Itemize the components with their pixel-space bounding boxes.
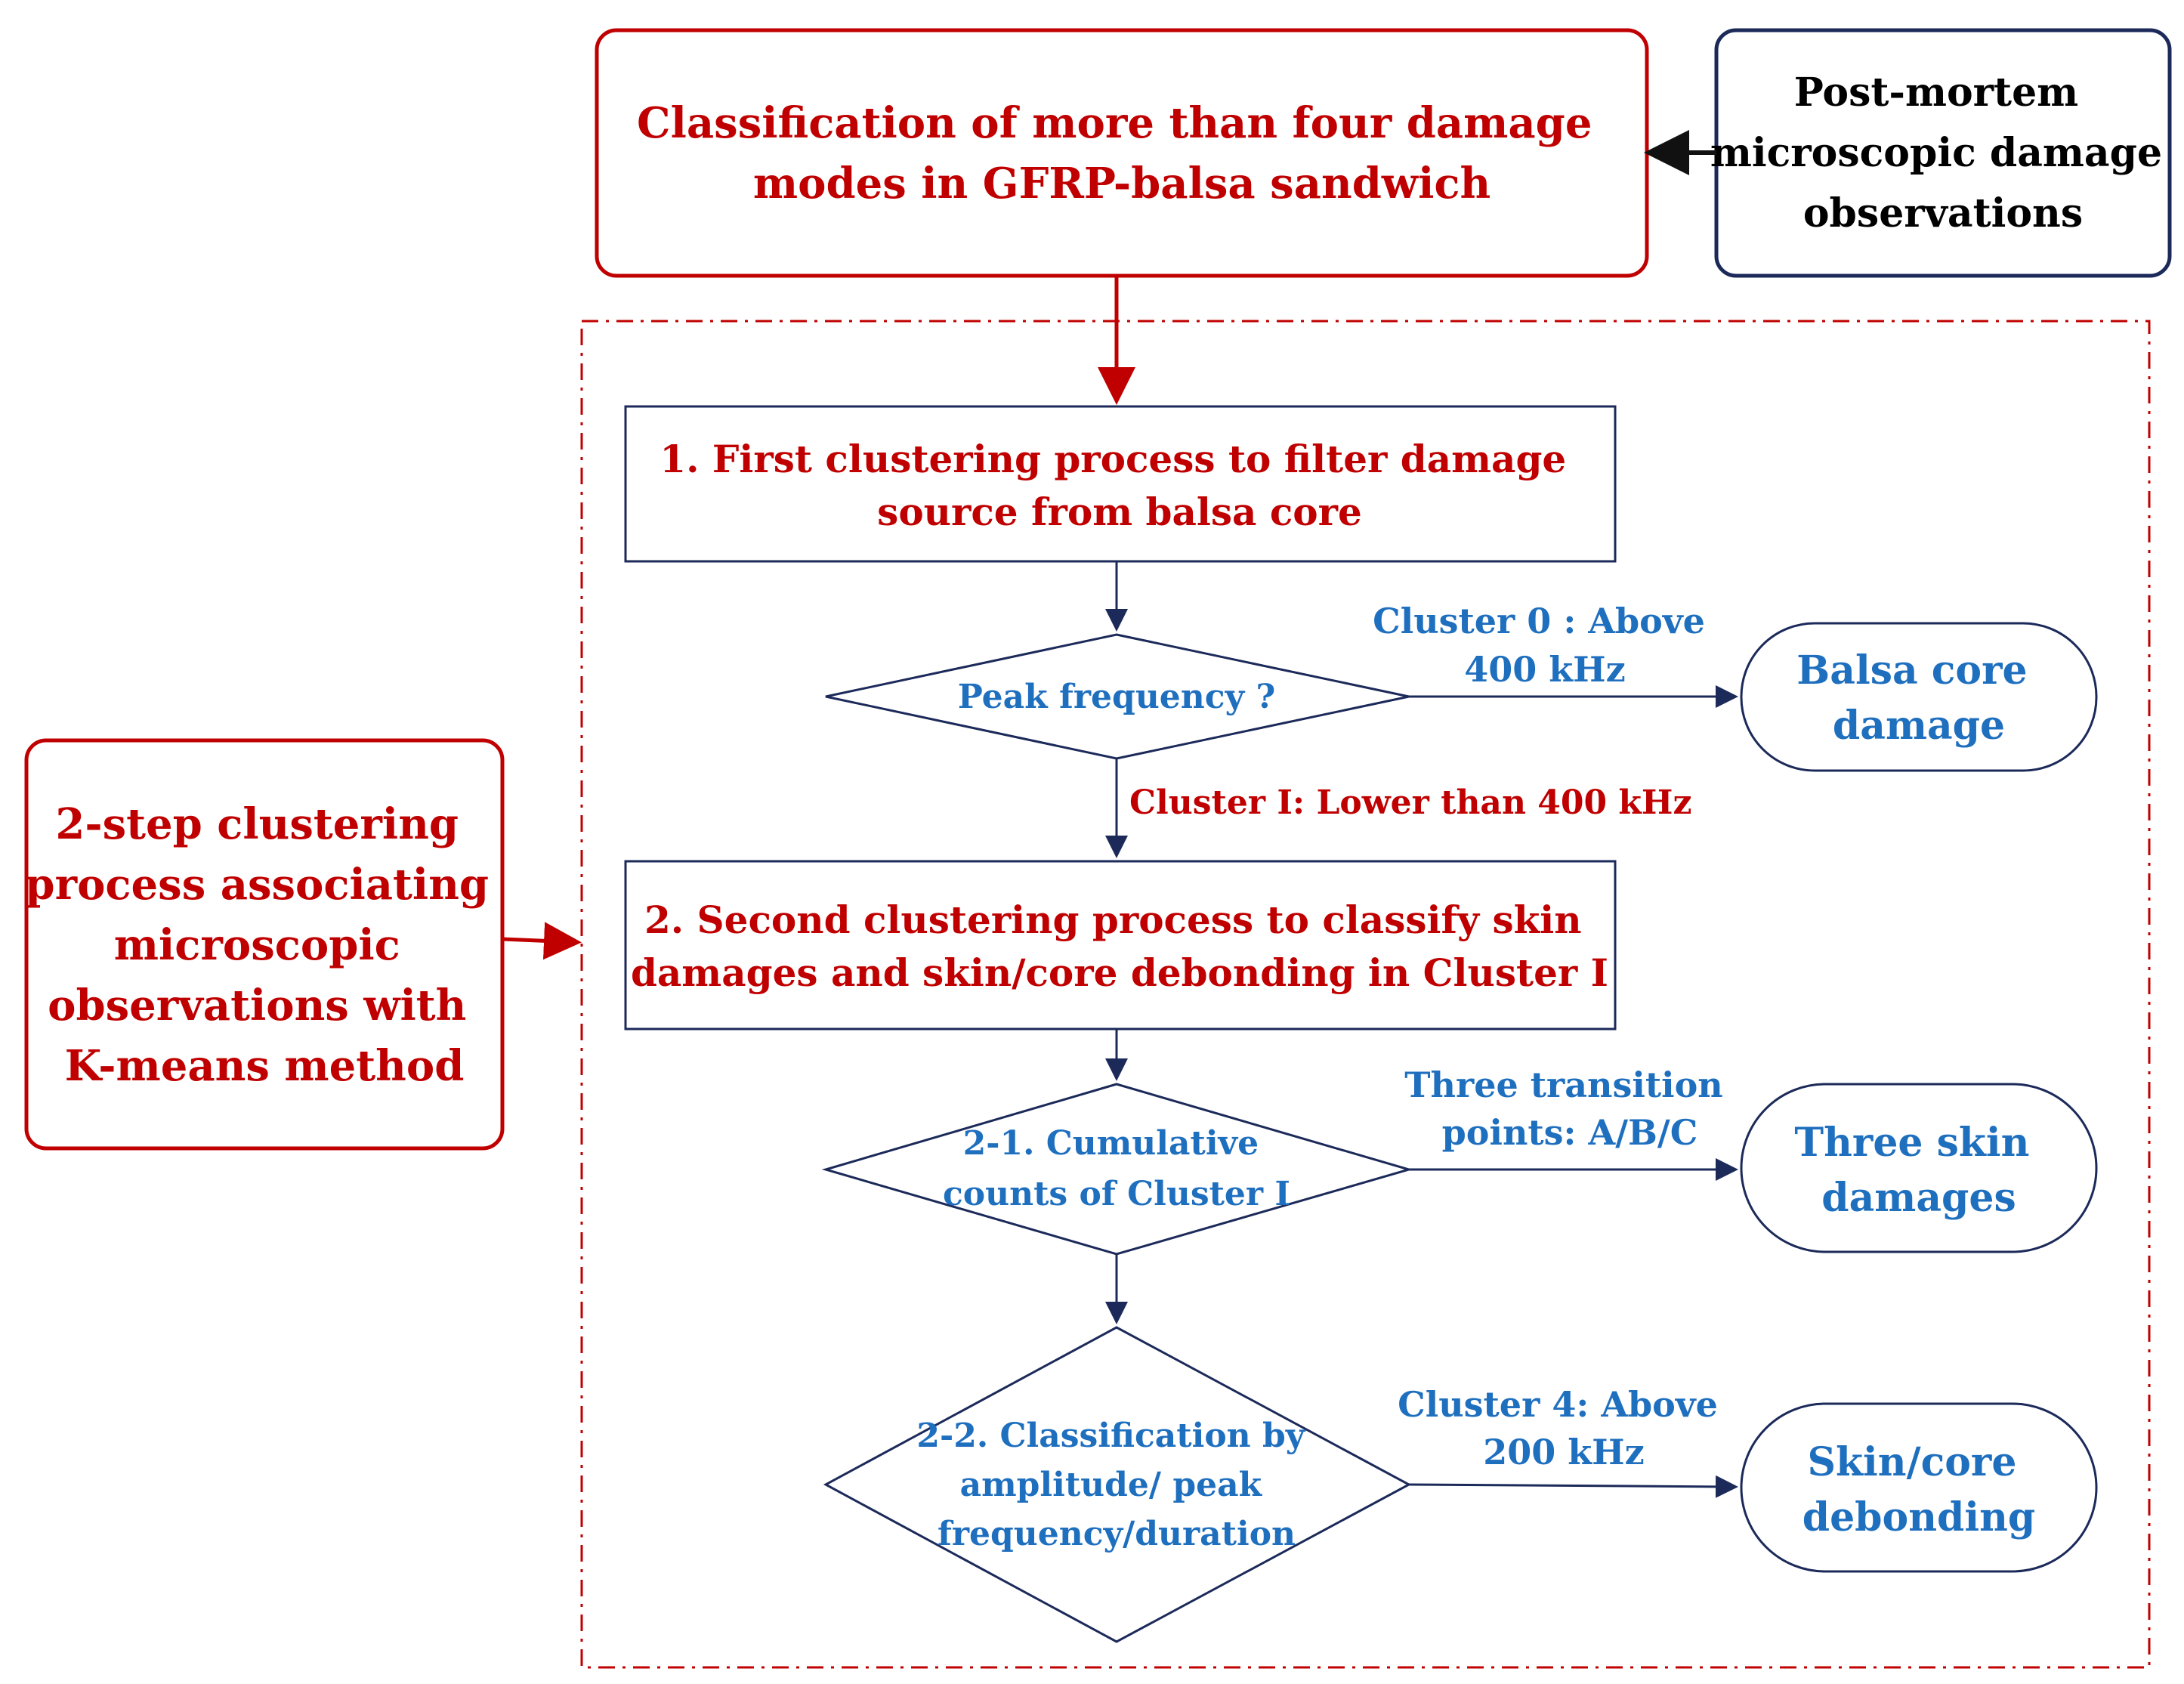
step1-line-2: source from balsa core: [877, 490, 1362, 534]
svg-text:2-2. Classification by a: 2-2. Classification by amplitude/ peak f…: [916, 1417, 1316, 1553]
svg-text:Skin/core debonding: Skin/core debonding: [1802, 1439, 2036, 1540]
svg-text:Balsa core damage: Balsa core damage: [1796, 647, 2040, 749]
step1-line-1: 1. First clustering process to filter da…: [660, 437, 1566, 481]
svg-text:Classification of more than fo: Classification of more than four damage …: [637, 98, 1607, 209]
node-step2-2-decision: 2-2. Classification by amplitude/ peak f…: [823, 1326, 1412, 1643]
postmortem-line-2: microscopic damage: [1710, 130, 2162, 176]
clustering-group-boundary: [580, 320, 2151, 1669]
two-step-line-4: observations with: [48, 981, 466, 1030]
node-step2: 2. Second clustering process to classify…: [624, 860, 1617, 1030]
svg-text:2-step clustering proces: 2-step clustering process associating mi…: [25, 799, 503, 1091]
balsa-core-line-1: Balsa core: [1796, 647, 2027, 694]
edge-label-cluster1: Cluster I: Lower than 400 kHz: [1129, 783, 1691, 822]
svg-text:2-1. Cumulative counts: 2-1. Cumulative counts of Cluster I: [943, 1124, 1290, 1213]
skin-core-line-1: Skin/core: [1807, 1439, 2016, 1485]
node-balsa-core-damage: Balsa core damage: [1740, 622, 2098, 772]
step2-line-1: 2. Second clustering process to classify…: [644, 898, 1582, 942]
svg-text:Three skin damages: Three skin damages: [1794, 1120, 2043, 1221]
two-step-line-1: 2-step clustering: [55, 799, 459, 849]
classification-line-1: Classification of more than four damage: [637, 98, 1592, 148]
step2-1-line-1: 2-1. Cumulative: [963, 1124, 1259, 1163]
svg-text:Post-mortem microscopic: Post-mortem microscopic damage observati…: [1710, 70, 2176, 236]
node-classification: Classification of more than four damage …: [595, 28, 1649, 278]
postmortem-line-1: Post-mortem: [1794, 70, 2079, 116]
edge-step2-2-to-skin-core: [1408, 1475, 1738, 1498]
two-step-line-3: microscopic: [114, 920, 400, 970]
node-peak-frequency-decision: Peak frequency ?: [825, 633, 1410, 760]
three-skin-line-1: Three skin: [1794, 1120, 2029, 1166]
skin-core-line-2: debonding: [1802, 1494, 2036, 1540]
three-skin-line-2: damages: [1821, 1175, 2016, 1221]
node-postmortem: Post-mortem microscopic damage observati…: [1710, 28, 2176, 278]
node-step1: 1. First clustering process to filter da…: [624, 405, 1617, 563]
postmortem-line-3: observations: [1803, 190, 2083, 236]
svg-text:2. Second clustering process: 2. Second clustering process to classify…: [631, 898, 1608, 995]
node-two-step: 2-step clustering process associating mi…: [24, 738, 505, 1151]
step2-2-line-1: 2-2. Classification by: [916, 1417, 1305, 1455]
two-step-line-5: K-means method: [65, 1041, 465, 1091]
edge-label-cluster4: Cluster 4: Above 200 kHz: [1398, 1384, 1730, 1472]
node-three-skin-damages: Three skin damages: [1740, 1083, 2098, 1253]
node-step2-1-decision: 2-1. Cumulative counts of Cluster I: [821, 1083, 1413, 1256]
node-skin-core-debonding: Skin/core debonding: [1740, 1402, 2098, 1573]
step2-2-line-2: amplitude/ peak: [960, 1466, 1263, 1504]
edge-label-transition: Three transition points: A/B/C: [1404, 1064, 1735, 1153]
svg-text:1. First clustering process to: 1. First clustering process to filter da…: [660, 437, 1579, 534]
svg-text:Peak frequency ?: Peak frequency ?: [958, 678, 1276, 716]
edge-two-step-to-group: [502, 922, 582, 960]
step2-2-line-3: frequency/duration: [938, 1515, 1296, 1553]
classification-line-2: modes in GFRP-balsa sandwich: [753, 159, 1490, 209]
step2-line-2: damages and skin/core debonding in Clust…: [631, 950, 1608, 995]
two-step-line-2: process associating: [25, 860, 489, 910]
step2-1-line-2: counts of Cluster I: [943, 1175, 1290, 1213]
balsa-core-line-2: damage: [1833, 703, 2005, 749]
edge-label-cluster0: Cluster 0 : Above 400 kHz: [1373, 601, 1717, 690]
peak-frequency-label: Peak frequency ?: [958, 678, 1276, 716]
